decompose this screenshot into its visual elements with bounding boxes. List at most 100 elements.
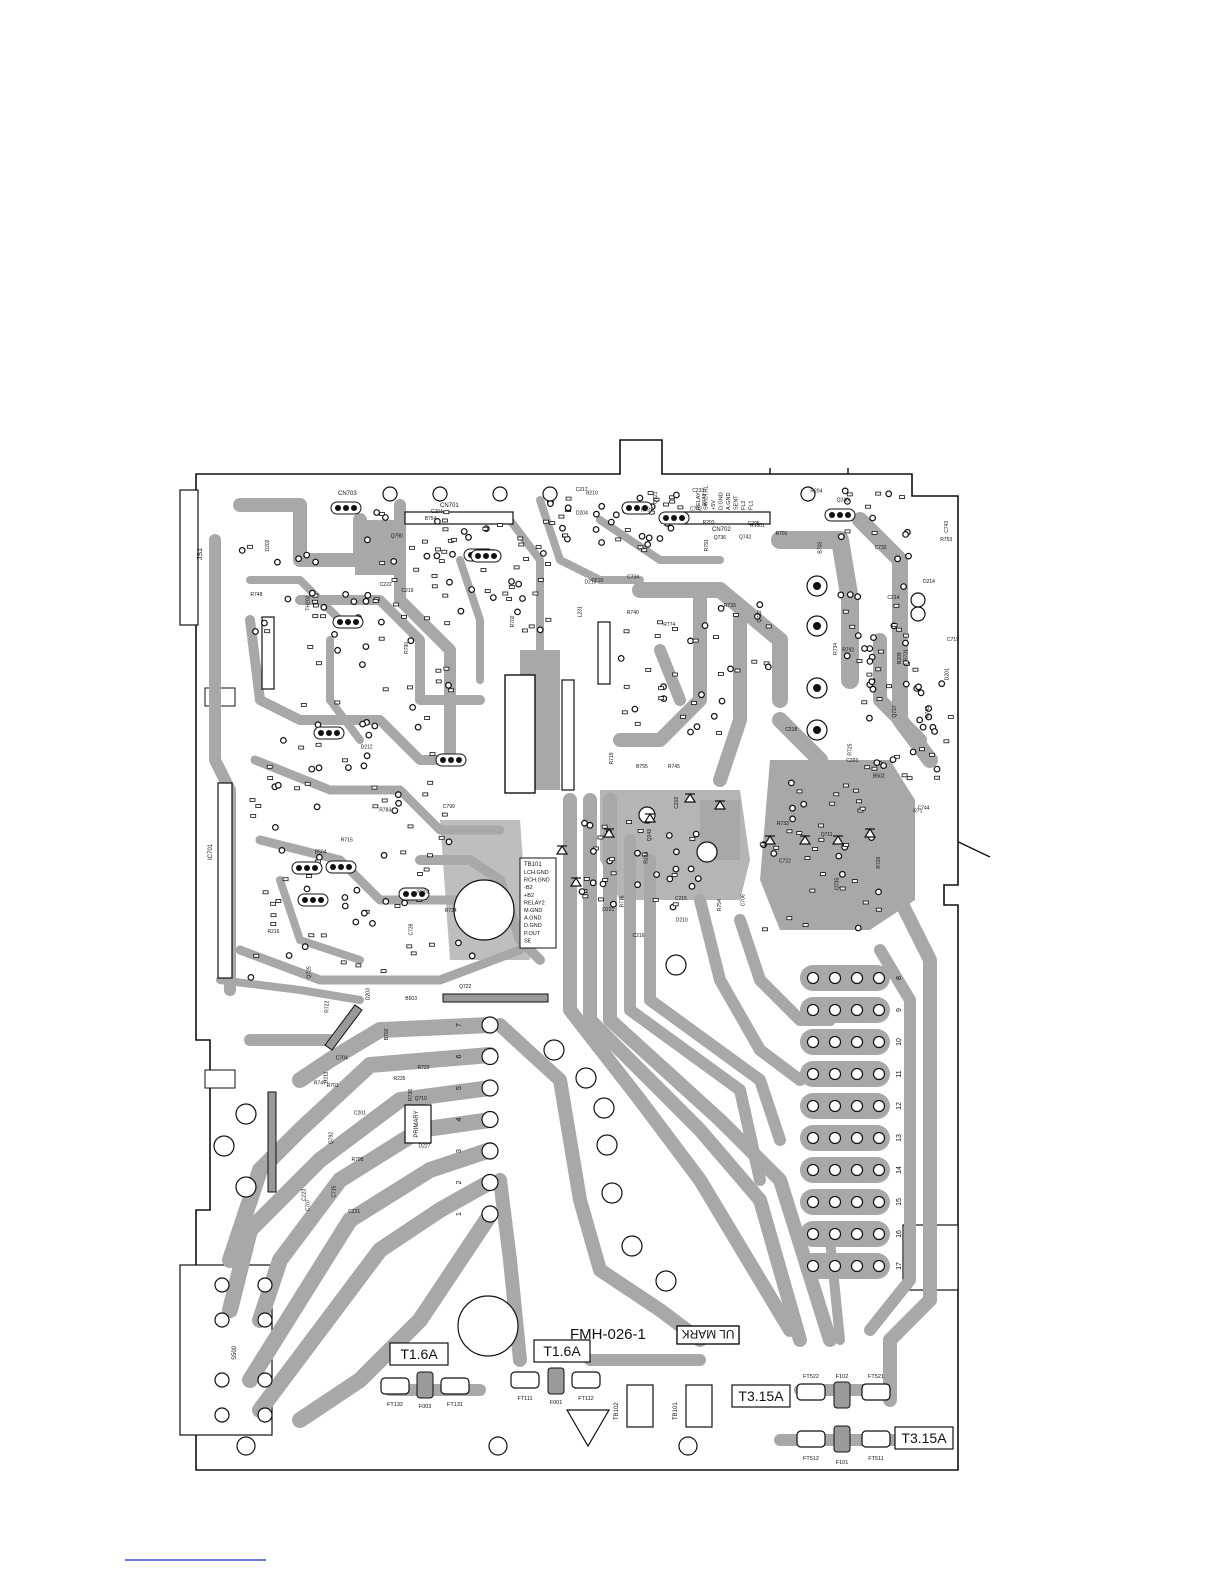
primary-pad: [481, 1047, 499, 1066]
component-ref-label: D213: [585, 580, 597, 586]
cn702-pin-label: D.GND: [719, 492, 725, 510]
component-pad: [623, 629, 630, 634]
component-pad: [267, 776, 274, 780]
component-pad: [672, 672, 678, 677]
component-pad: [653, 871, 660, 878]
component-ref-label: D204: [576, 511, 588, 517]
component-ref-label: R701: [327, 1083, 339, 1089]
terminal-pad: [872, 1259, 886, 1273]
fuse-rating-box: [731, 1384, 791, 1408]
component-pad: [885, 490, 893, 498]
ic701-label: IC701: [208, 843, 214, 860]
component-ref-label: R747: [314, 1081, 326, 1087]
cn702-pin-label: SENT: [734, 495, 740, 510]
component-ref-label: Q736: [714, 535, 726, 541]
component-pad: [247, 974, 255, 981]
component-pad: [280, 737, 287, 744]
component-pad: [433, 552, 441, 560]
component-pad: [360, 762, 368, 770]
component-pad: [363, 752, 371, 760]
fw703-pin-list: LCH.GNDRCH.GND-B2+B2RELAY2M.GNDA.GNDD.GN…: [524, 870, 550, 944]
component-ref-label: D202: [265, 539, 271, 551]
component-pad: [710, 712, 718, 720]
diode-icon: [643, 812, 657, 823]
component-pad: [657, 620, 663, 625]
component-pad: [909, 748, 917, 756]
component-pad: [612, 511, 620, 519]
terminal-number: 9: [896, 1008, 903, 1012]
component-pad: [312, 603, 319, 608]
component-pad: [687, 728, 694, 736]
component-pad: [431, 574, 438, 578]
terminal-pad: [850, 1195, 864, 1209]
component-pad: [602, 878, 609, 882]
fuse-holder-label: FT521: [868, 1374, 884, 1380]
component-pad: [641, 852, 648, 857]
component-ref-label: C205: [748, 521, 760, 527]
diode-icon: [713, 799, 727, 810]
component-pad: [307, 645, 314, 649]
fw703-pin-label: RELAY2: [524, 900, 545, 906]
component-pad: [925, 713, 933, 721]
transistor-pin: [440, 757, 446, 763]
terminal-number: 10: [896, 1038, 903, 1046]
transistor-pin: [626, 505, 632, 511]
terminal-pad: [806, 1227, 820, 1241]
component-ref-label: R790: [404, 642, 410, 654]
component-pad: [320, 933, 327, 938]
component-pad: [373, 509, 381, 516]
component-ref-label: R722: [325, 1001, 331, 1013]
component-pad: [360, 909, 368, 917]
component-pad: [497, 523, 503, 527]
transistor-pin: [483, 553, 489, 559]
component-ref-label: C743: [944, 521, 950, 533]
transistor-pin: [318, 730, 324, 736]
component-ref-label: C204: [431, 509, 443, 515]
fuse-holder-label: F101: [836, 1460, 849, 1466]
component-pad: [656, 535, 664, 542]
component-pad: [315, 661, 322, 666]
component-pad: [837, 533, 845, 541]
fuse-holder-label: FT131: [447, 1402, 463, 1408]
component-ref-label: C710: [591, 578, 603, 584]
component-pad: [391, 807, 399, 814]
transistor-pin: [419, 891, 425, 897]
terminal-pad: [806, 1067, 820, 1081]
component-pad: [889, 756, 897, 763]
component-pad: [266, 764, 273, 769]
component-pad: [899, 495, 905, 500]
component-ref-label: R234: [643, 851, 649, 863]
terminal-number: 17: [896, 1262, 903, 1270]
component-pad: [902, 531, 909, 538]
fw703-title: TB101: [524, 862, 542, 868]
s500-pad: [257, 1312, 273, 1328]
component-pad: [756, 601, 764, 609]
terminal-pad: [850, 1131, 864, 1145]
component-ref-label: R774: [663, 622, 675, 628]
primary-pad: [481, 1142, 499, 1160]
component-pad: [837, 591, 845, 599]
component-pad: [407, 685, 413, 690]
terminal-pad: [806, 1035, 820, 1049]
component-ref-label: R725: [847, 743, 853, 755]
component-pad: [693, 723, 701, 731]
component-pad: [870, 634, 877, 641]
component-pad: [341, 902, 349, 910]
component-ref-label: C732: [875, 545, 887, 551]
component-pad: [869, 514, 876, 522]
component-ref-label: R701: [776, 531, 788, 537]
component-pad: [559, 524, 566, 532]
component-pad: [854, 924, 862, 932]
component-pad: [896, 627, 902, 632]
component-pad: [688, 882, 696, 890]
component-pad: [903, 660, 909, 665]
component-pad: [621, 710, 628, 715]
component-pad: [448, 688, 455, 693]
s500-pad: [214, 1372, 230, 1388]
component-pad: [601, 824, 608, 829]
primary-label: PRIMARY: [414, 1110, 420, 1137]
primary-pad: [481, 1110, 499, 1129]
component-pad: [647, 491, 654, 495]
component-ref-label: R235: [394, 1076, 406, 1082]
